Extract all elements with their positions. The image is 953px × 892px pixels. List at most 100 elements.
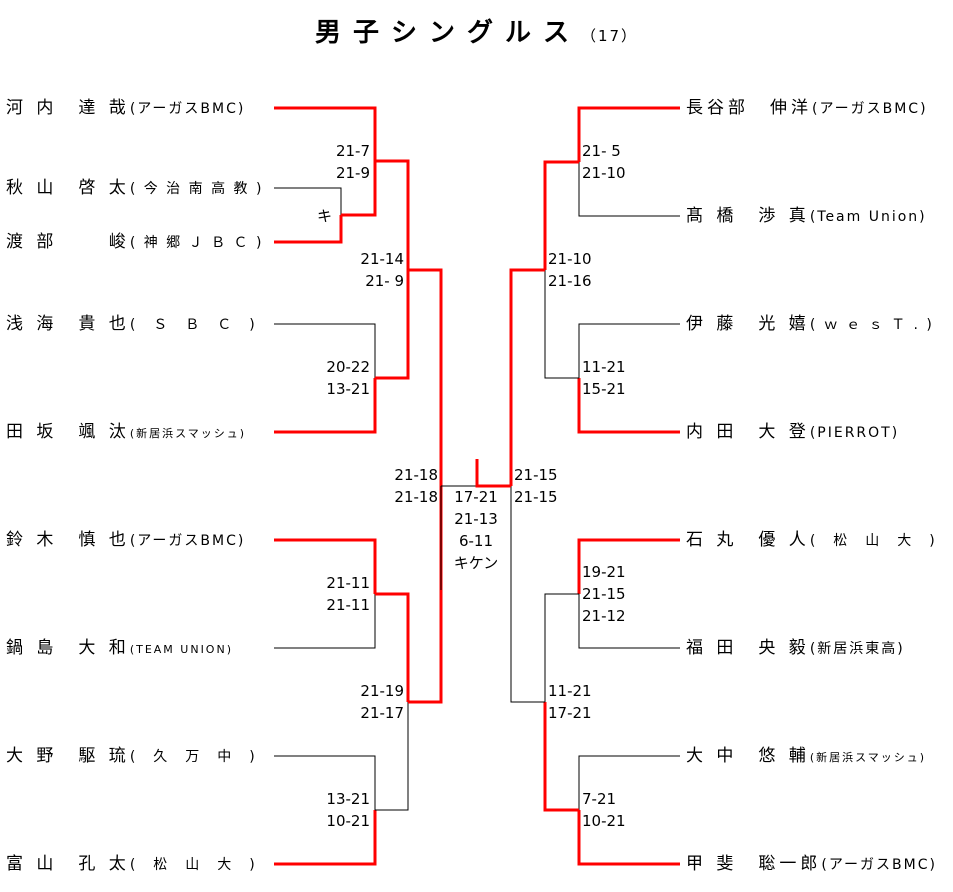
player-right-7: 大 中 悠 輔(新居浜スマッシュ) <box>686 746 926 768</box>
player-right-4: 内 田 大 登(PIERROT) <box>686 422 899 443</box>
game-score: 13-21 <box>326 380 370 398</box>
game-score: 21-10 <box>582 164 626 182</box>
player-left-5: 田 坂 颯 汰(新居浜スマッシュ) <box>6 422 246 444</box>
player-name: 浅 海 貴 也 <box>6 314 130 334</box>
player-left-7: 鍋 島 大 和(TEAM UNION) <box>6 638 233 660</box>
game-score: 21-9 <box>335 164 370 182</box>
line-left-r1b-winner <box>375 270 410 380</box>
player-team: ( 今 治 南 高 教 ) <box>129 181 264 197</box>
game-score: 21-15 <box>514 488 558 506</box>
player-team: ( Ｓ Ｂ Ｃ ) <box>129 317 257 333</box>
score-left-r1-c: 21-11 21-11 <box>326 572 370 616</box>
player-left-9: 富 山 孔 太( 松 山 大 ) <box>6 854 257 875</box>
player-name: 伊 藤 光 嬉 <box>686 314 810 334</box>
player-left-3: 渡 部 峻( 神 郷 Ｊ Ｂ Ｃ ) <box>6 232 263 253</box>
game-score: キケン <box>453 554 499 572</box>
player-name: 甲 斐 聡一郎 <box>686 854 822 874</box>
player-name: 鈴 木 慎 也 <box>6 530 130 550</box>
player-name: 河 内 達 哉 <box>6 98 130 118</box>
line-left-suzuki <box>274 538 377 594</box>
line-left-tomiyama <box>274 810 377 866</box>
game-score: 21- 5 <box>582 142 621 160</box>
line-left-r2b-winner <box>408 486 443 704</box>
game-score: 21-18 <box>394 466 438 484</box>
game-score: 19-21 <box>582 563 626 581</box>
score-right-r1-a: 21- 5 21-10 <box>582 140 626 184</box>
player-name: 富 山 孔 太 <box>6 854 130 874</box>
player-name: 石 丸 優 人 <box>686 530 810 550</box>
game-score: 6-11 <box>458 532 494 550</box>
player-team: ( 神 郷 Ｊ Ｂ Ｃ ) <box>129 235 264 251</box>
game-score: 7-21 <box>582 790 617 808</box>
player-left-8: 大 野 駆 琉( 久 万 中 ) <box>6 746 257 767</box>
player-name: 髙 橋 渉 真 <box>686 206 810 226</box>
line-right-r1c-winner <box>544 593 579 702</box>
player-left-2: 秋 山 啓 太( 今 治 南 高 教 ) <box>6 178 263 199</box>
game-score: 20-22 <box>326 358 370 376</box>
game-score: 21-13 <box>454 510 498 528</box>
game-score: 11-21 <box>548 682 592 700</box>
game-score: 21-18 <box>394 488 438 506</box>
player-name: 内 田 大 登 <box>686 422 810 442</box>
score-left-pre-round: キ <box>316 207 332 225</box>
game-score: 21- 9 <box>365 272 404 290</box>
player-right-6: 福 田 央 毅(新居浜東高) <box>686 638 905 659</box>
game-score: 21-19 <box>360 682 404 700</box>
player-right-3: 伊 藤 光 嬉( ｗ ｅ ｓ Ｔ . ) <box>686 314 934 335</box>
game-score: 11-21 <box>582 358 626 376</box>
line-right-r1a-winner <box>543 160 579 270</box>
player-team: (アーガスBMC) <box>129 101 246 117</box>
player-name: 渡 部 峻 <box>6 232 130 252</box>
line-left-nabeshima <box>274 594 376 649</box>
title-sub: （17） <box>580 27 639 45</box>
game-score: 21-16 <box>548 272 592 290</box>
player-right-5: 石 丸 優 人( 松 山 大 ) <box>686 530 937 551</box>
game-score: 21-12 <box>582 607 626 625</box>
player-name: 大 中 悠 輔 <box>686 746 810 766</box>
game-score: 21-14 <box>360 250 404 268</box>
game-score: 10-21 <box>326 812 370 830</box>
line-right-r1b-winner <box>544 270 579 379</box>
player-team: (新居浜東高) <box>809 641 905 657</box>
game-score: 17-21 <box>454 488 498 506</box>
game-score: 21-17 <box>360 704 404 722</box>
game-score: 21-15 <box>514 466 558 484</box>
player-right-2: 髙 橋 渉 真(Team Union) <box>686 206 927 227</box>
game-score: 21-10 <box>548 250 592 268</box>
score-left-r2-a: 21-14 21- 9 <box>360 248 404 292</box>
line-left-r2a-winner <box>408 268 443 486</box>
score-right-r1-b: 11-21 15-21 <box>582 356 626 400</box>
score-right-r2-b: 11-21 17-21 <box>548 680 592 724</box>
player-team: (新居浜スマッシュ) <box>129 427 247 440</box>
game-score: 17-21 <box>548 704 592 722</box>
line-right-r2a-winner <box>509 268 545 486</box>
bracket-title: 男子シングルス（17） <box>0 12 953 49</box>
player-left-1: 河 内 達 哉(アーガスBMC) <box>6 98 245 119</box>
line-left-ono <box>274 755 376 810</box>
player-team: (新居浜スマッシュ) <box>809 751 927 764</box>
player-team: ( 久 万 中 ) <box>129 749 257 765</box>
game-score: 15-21 <box>582 380 626 398</box>
line-left-asami <box>274 323 376 378</box>
title-main: 男子シングルス <box>314 18 581 48</box>
score-right-r1-d: 7-21 10-21 <box>582 788 626 832</box>
line-right-r1d-winner <box>543 702 579 812</box>
score-left-semi: 21-18 21-18 <box>394 464 438 508</box>
game-score: 10-21 <box>582 812 626 830</box>
player-team: ( ｗ ｅ ｓ Ｔ . ) <box>809 317 934 333</box>
game-score: 21-11 <box>326 574 370 592</box>
player-team: (アーガスBMC) <box>129 533 246 549</box>
player-team: (Team Union) <box>809 209 927 225</box>
game-score: 21-11 <box>326 596 370 614</box>
player-name: 秋 山 啓 太 <box>6 178 130 198</box>
line-right-ito <box>578 323 680 378</box>
player-left-6: 鈴 木 慎 也(アーガスBMC) <box>6 530 245 551</box>
player-name: 長谷部 伸洋 <box>686 98 812 118</box>
player-team: (アーガスBMC) <box>821 857 937 873</box>
line-left-akiyama <box>274 187 342 215</box>
line-right-uchida <box>577 378 680 434</box>
line-left-r1c-winner <box>375 592 410 702</box>
